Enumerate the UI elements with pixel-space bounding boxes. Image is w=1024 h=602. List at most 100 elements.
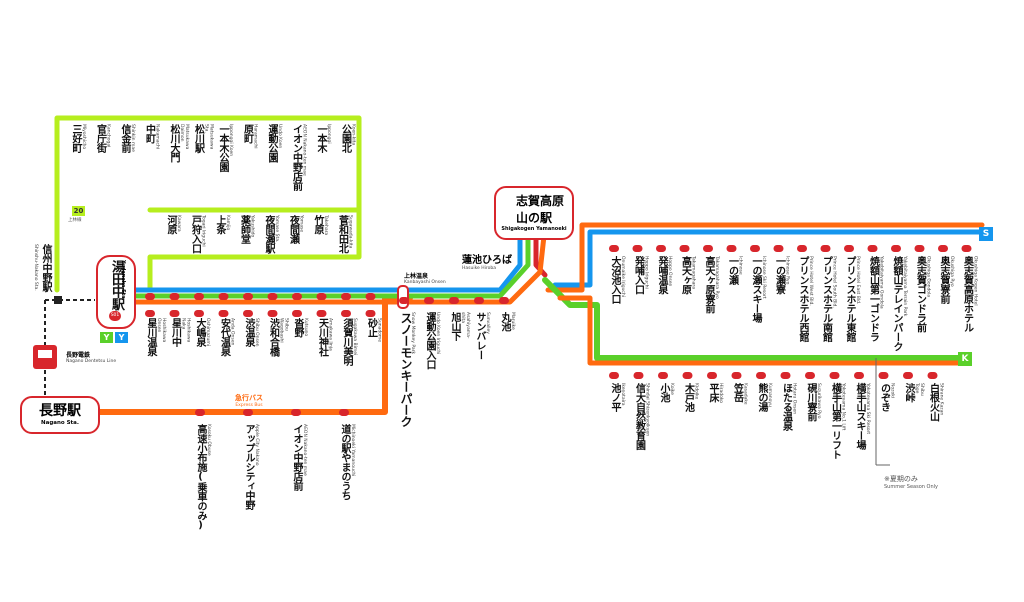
shinshu-nakano-sub: Shinshu-Nakano Sta. [33, 244, 38, 291]
nagano-station-box[interactable]: 長野駅 Nagano Sta. [20, 396, 100, 434]
express-stop-0-name: 高速小布施(乗車のみ) [195, 424, 206, 531]
main-stop-pill-1 [169, 310, 180, 317]
s-line-stop-mark-5 [726, 245, 737, 252]
s-line-stop-1-sub: Hoppo Iriguchi [643, 256, 649, 289]
k-line-stop-7-sub: Hotaru Onsen [791, 383, 797, 415]
s-line-stop-mark-13 [914, 245, 925, 252]
main-stop-mark-1 [169, 293, 180, 300]
lower-stop-1-sub: Undo Koen Iriguchi [435, 312, 440, 355]
s-line-stop-15-name: 奥志賀高原ホテル [961, 256, 973, 332]
yudanaka-station-box[interactable]: 湯田中駅 Yudanaka Sta. [96, 255, 136, 329]
main-stop-9-name: 砂止 [365, 318, 377, 337]
junction-orange [407, 233, 547, 305]
shigakogen-station-box[interactable]: 志賀高原 山の駅 Shigakogen Yamanoeki [494, 186, 574, 240]
route20-lower-stop-1-sub: Togari Iriguchi [200, 215, 206, 247]
k-line-stop-1-sub: Shindai Shizenkyoikuen [644, 383, 650, 437]
express-stop-0[interactable]: 高速小布施(乗車のみ)Kosoku Obuse [195, 424, 211, 531]
route20-upper-stop-7-name: 原町 [241, 124, 253, 143]
route20-upper-stop-2-sub: Shinkin mae [130, 124, 135, 152]
k-line-stop-6-sub: Kumanoyu [767, 383, 772, 407]
s-line-stop-14-name: 奥志賀寮前 [938, 256, 949, 304]
route20-lower-stop-6-sub: Takehara [323, 215, 328, 236]
main-stop-9-sub: Sunadome [376, 318, 382, 343]
nagano-dentetsu-name: 長野電鉄 [66, 352, 91, 359]
route-k-line-orange [557, 295, 961, 366]
express-stop-mark-3 [339, 409, 349, 416]
s-line-stop-mark-6 [750, 245, 760, 252]
route20-upper-stop-11-name: 公園北 [339, 124, 351, 153]
main-stop-8-name: 須賀川美明 [341, 318, 352, 366]
k-line-stop-mark-4 [707, 372, 717, 379]
main-stop-mark-7 [316, 293, 327, 300]
